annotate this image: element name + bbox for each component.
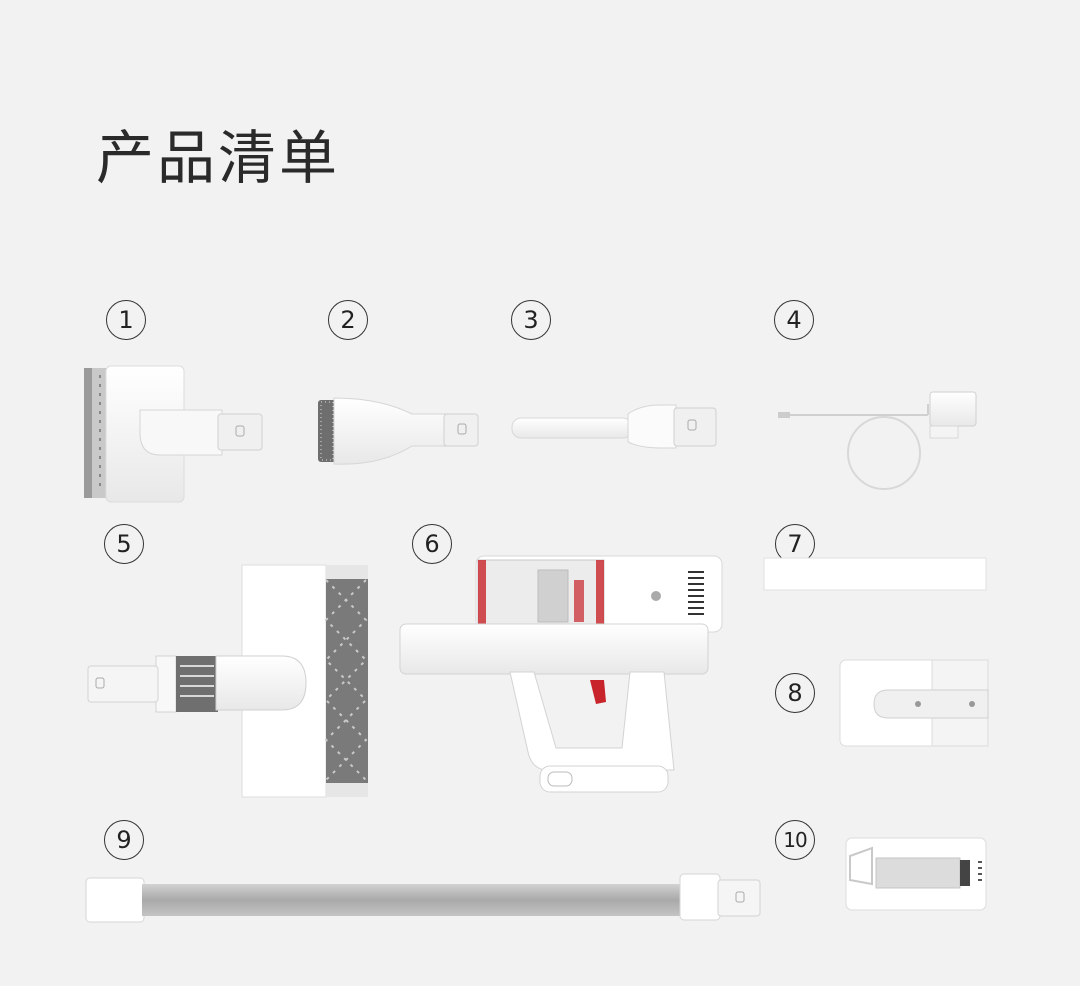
item-number-badge-3: 3 xyxy=(511,300,551,340)
item-number-badge-8: 8 xyxy=(775,673,815,713)
extension-tube-icon xyxy=(85,873,761,923)
item-number-badge-9: 9 xyxy=(104,820,144,860)
item-number-badge-2: 2 xyxy=(328,300,368,340)
mite-brush-head-icon xyxy=(84,365,263,503)
page-title: 产品清单 xyxy=(96,124,341,192)
cleaning-strip-icon xyxy=(763,557,987,591)
wall-mount-icon xyxy=(839,659,989,747)
electric-floor-brush-icon xyxy=(87,564,368,798)
item-number-badge-1: 1 xyxy=(106,300,146,340)
crevice-tool-icon xyxy=(511,404,717,449)
item-number-badge-10: 10 xyxy=(775,820,815,860)
item-number-badge-6: 6 xyxy=(412,524,452,564)
battery-pack-icon xyxy=(845,837,987,911)
charger-adapter-icon xyxy=(778,391,977,490)
two-in-one-brush-icon xyxy=(318,397,479,465)
vacuum-main-body-icon xyxy=(399,555,723,793)
item-number-badge-4: 4 xyxy=(774,300,814,340)
item-number-badge-5: 5 xyxy=(104,524,144,564)
